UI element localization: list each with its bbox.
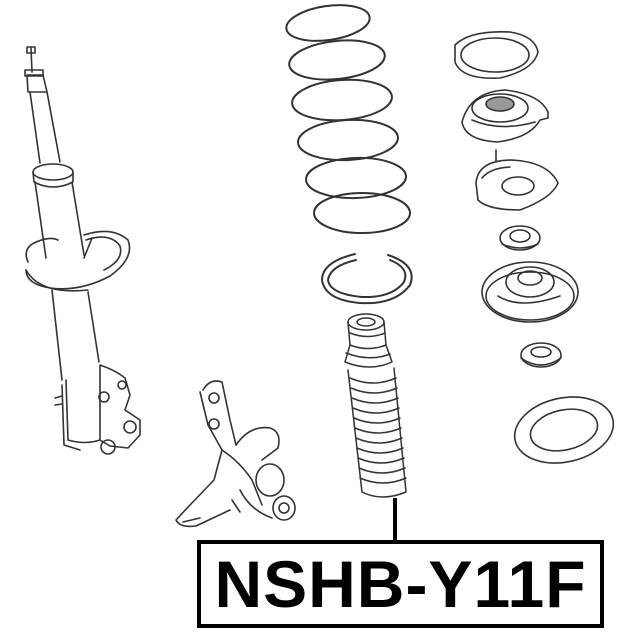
part-number-text: NSHB-Y11F: [214, 547, 587, 621]
part-number-label: NSHB-Y11F: [197, 540, 604, 628]
knuckle-icon: [175, 380, 296, 528]
leader-line: [393, 498, 397, 542]
seat-icon: [481, 261, 579, 323]
spring-icon: [285, 4, 413, 305]
lower-ring-icon: [513, 396, 615, 464]
strut-icon: [24, 46, 141, 455]
bushing-icon: [520, 342, 562, 368]
ring-icon: [454, 30, 539, 79]
mount-icon: [461, 89, 549, 143]
plate-icon: [475, 149, 559, 211]
boot-icon: [344, 313, 407, 498]
bearing-icon: [499, 225, 541, 251]
